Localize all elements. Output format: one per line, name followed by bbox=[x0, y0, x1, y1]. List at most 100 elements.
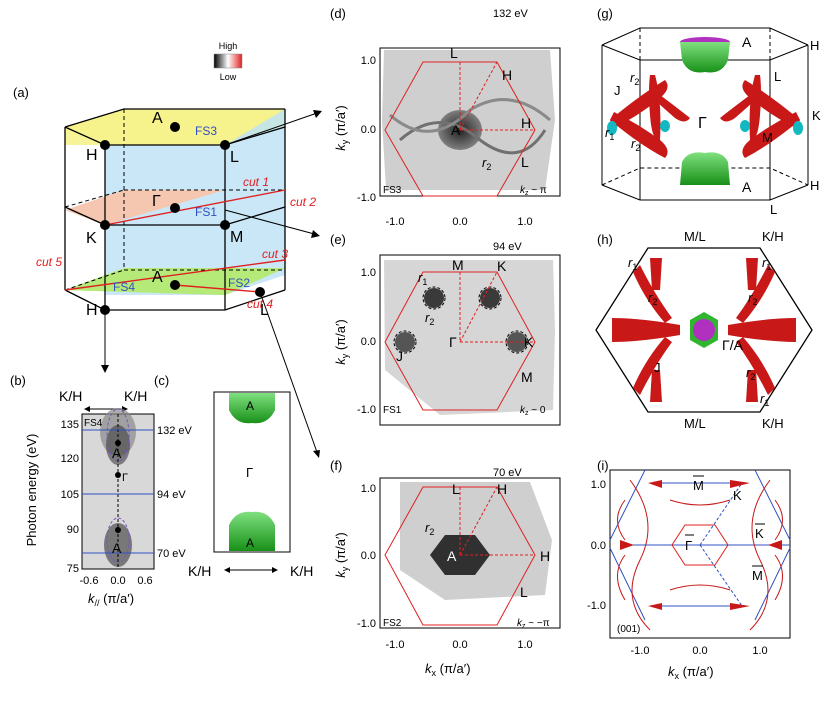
i-K-top: K bbox=[733, 488, 742, 503]
e-hexagon bbox=[384, 271, 536, 411]
e-ytick: -1.0 bbox=[357, 404, 376, 416]
g-M: M bbox=[762, 130, 773, 145]
i-xtick: -1.0 bbox=[631, 645, 650, 657]
g-bz-outline bbox=[601, 27, 809, 201]
colorbar-gradient bbox=[213, 53, 243, 69]
f-L1: L bbox=[452, 481, 460, 497]
b-yticks: 135 120 105 90 75 bbox=[61, 419, 79, 575]
colorbar-high: High bbox=[219, 41, 238, 51]
pt-K: K bbox=[86, 230, 97, 247]
panel-h: M/L K/H M/L K/H Γ/A J r1 r1 r2 r2 r2 r1 bbox=[595, 229, 813, 431]
h-J: J bbox=[654, 360, 661, 375]
colorbar-low: Low bbox=[220, 72, 237, 82]
connector-arrows bbox=[104, 111, 321, 456]
e-r2: r2 bbox=[425, 310, 434, 327]
f-xtick: -1.0 bbox=[386, 639, 405, 651]
pt-Gamma: Γ bbox=[152, 193, 161, 210]
b-ytick: 105 bbox=[61, 489, 79, 501]
h-r1b: r1 bbox=[762, 255, 771, 272]
b-e70: 70 eV bbox=[157, 548, 186, 560]
f-ytick: 1.0 bbox=[361, 483, 376, 495]
h-r2a: r2 bbox=[648, 290, 657, 307]
b-xtick: -0.6 bbox=[80, 575, 99, 587]
bz-points bbox=[100, 122, 265, 315]
h-r1a: r1 bbox=[628, 255, 637, 272]
g-K: K bbox=[812, 108, 821, 123]
cut1-label: cut 1 bbox=[243, 175, 269, 189]
e-G: Γ bbox=[449, 334, 457, 350]
b-pt-G: Γ bbox=[122, 472, 128, 484]
h-red-pockets bbox=[612, 258, 796, 402]
pt-L-top: L bbox=[230, 149, 239, 166]
f-H2: H bbox=[540, 548, 550, 564]
i-ytick: 0.0 bbox=[591, 540, 606, 552]
d-H2: H bbox=[521, 115, 531, 131]
g-J: J bbox=[614, 83, 621, 98]
cyan-plane bbox=[105, 109, 285, 295]
f-xtick: 0.0 bbox=[452, 639, 467, 651]
d-L2: L bbox=[521, 154, 529, 170]
d-ytick: 1.0 bbox=[361, 55, 376, 67]
h-top-right: K/H bbox=[762, 229, 784, 244]
b-xlabel: k// (π/a′) bbox=[88, 591, 134, 608]
c-bot: A bbox=[246, 536, 254, 550]
fs3-label: FS3 bbox=[195, 124, 217, 138]
c-right: K/H bbox=[290, 563, 313, 579]
b-pt-A1: A bbox=[112, 445, 122, 461]
i-inner-hex bbox=[671, 524, 729, 566]
b-xtick: 0.6 bbox=[137, 575, 152, 587]
g-red-tubes bbox=[610, 75, 800, 158]
e-ylabel: ky (π/a′) bbox=[333, 319, 350, 365]
b-xtick: 0.0 bbox=[110, 575, 125, 587]
pt-H-bot: H bbox=[86, 302, 98, 319]
i-xtick: 0.0 bbox=[692, 645, 707, 657]
f-ylabel: ky (π/a′) bbox=[333, 532, 350, 578]
h-bot-mid: M/L bbox=[684, 416, 706, 431]
d-ytick: 0.0 bbox=[361, 124, 376, 136]
i-G: Γ bbox=[685, 538, 692, 553]
b-fs4: FS4 bbox=[84, 418, 103, 429]
d-H1: H bbox=[502, 67, 512, 83]
panel-d: 132 eV L H A H L r2 FS3 kz ~ π 1.0 0.0 -… bbox=[333, 8, 561, 228]
g-L2: L bbox=[770, 202, 777, 217]
g-top-pocket bbox=[680, 42, 730, 73]
f-xlabel: kx (π/a′) bbox=[425, 661, 471, 678]
label-g: (g) bbox=[597, 6, 613, 21]
e-J: J bbox=[396, 348, 403, 364]
h-r2c: r2 bbox=[746, 365, 755, 382]
g-A1: A bbox=[742, 34, 752, 50]
i-K-right: K bbox=[755, 526, 764, 541]
f-A: A bbox=[447, 548, 457, 564]
bz3d-diagram: H A L Γ K M A H L FS3 FS1 FS4 FS2 cut 1 … bbox=[36, 108, 322, 458]
i-M-top: M bbox=[693, 478, 704, 493]
f-ytick: 0.0 bbox=[361, 550, 376, 562]
d-A: A bbox=[451, 122, 461, 138]
colorbar: High Low bbox=[213, 41, 243, 82]
e-M1: M bbox=[452, 257, 464, 273]
pt-A-bot: A bbox=[152, 269, 163, 286]
c-mid: Γ bbox=[246, 465, 253, 480]
g-r2b: r2 bbox=[631, 136, 640, 153]
f-L2: L bbox=[520, 584, 528, 600]
e-K2: K bbox=[524, 334, 534, 350]
cut-labels: cut 1 cut 2 cut 3 cut 4 cut 5 bbox=[36, 175, 316, 311]
d-ylabel: ky (π/a′) bbox=[333, 105, 350, 151]
h-r1c: r1 bbox=[760, 391, 769, 408]
arrow-heads bbox=[101, 110, 322, 458]
cut3-label: cut 3 bbox=[262, 247, 288, 261]
panel-b: K/H K/H FS4 A Γ A 132 eV 94 eV 70 eV 135… bbox=[24, 388, 193, 608]
cut4-label: cut 4 bbox=[247, 297, 273, 311]
label-d: (d) bbox=[330, 6, 346, 21]
i-arcs bbox=[617, 479, 783, 631]
i-xlabel: kx (π/a′) bbox=[668, 664, 714, 681]
cut5-label: cut 5 bbox=[36, 255, 62, 269]
label-f: (f) bbox=[330, 458, 342, 473]
b-xticks: -0.6 0.0 0.6 bbox=[80, 575, 153, 587]
fs1-label: FS1 bbox=[195, 205, 217, 219]
e-kz: kz ~ 0 bbox=[520, 405, 546, 417]
h-r2b: r2 bbox=[748, 290, 757, 307]
pt-M: M bbox=[230, 229, 243, 246]
d-xtick: 0.0 bbox=[452, 216, 467, 228]
i-blue-lines bbox=[609, 469, 791, 621]
pt-H-top: H bbox=[86, 147, 98, 164]
